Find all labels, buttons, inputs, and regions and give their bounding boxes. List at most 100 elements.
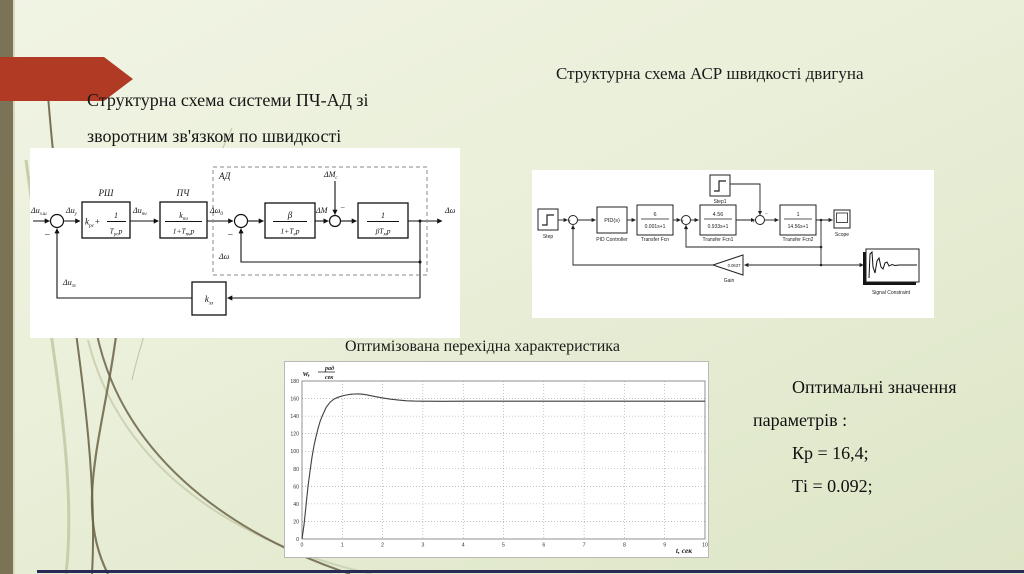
red-arrow-decoration [0, 57, 133, 101]
signal-constraint-label: Signal Constraint [872, 290, 911, 296]
bd-wires [33, 181, 443, 301]
svg-text:−: − [685, 227, 688, 232]
tf-den: 0.001s+1 [645, 224, 666, 230]
signal-constraint-curve [868, 250, 917, 279]
left-accent-bar [0, 0, 15, 574]
tf-block [636, 204, 674, 236]
optimal-params: Оптимальні значення параметрів : Кр = 16… [753, 371, 1023, 503]
plot-border [301, 380, 706, 540]
svg-text:+: + [752, 219, 755, 224]
svg-text:+: + [682, 219, 685, 224]
x-tick-label: 9 [663, 543, 666, 549]
params-line1: Оптимальні значення [792, 377, 957, 397]
error-signal-label: Δuу [65, 206, 78, 217]
y-axis-label-w: w, [303, 369, 310, 378]
pch-formula-den: 1+Tпчp [173, 227, 195, 238]
chart-grid [302, 381, 705, 539]
bottom-accent-line [37, 570, 1024, 573]
x-tick-label: 0 [301, 543, 304, 549]
step-glyph [542, 214, 554, 226]
tf2-block [779, 204, 817, 236]
response-curve [301, 393, 705, 540]
gain-value: 0.0637 [728, 263, 741, 268]
tf1-block [699, 204, 737, 236]
tf1-label: Transfer Fcn1 [703, 237, 734, 243]
block-diagram-panel: РШ ПЧ АД kрс+ 1 Tрсp kпч 1+Tпчp β 1+Tеp … [30, 148, 460, 338]
y-tick-label: 20 [293, 519, 299, 525]
integrator-formula-den: βTмp [375, 227, 391, 238]
bd-summers [49, 213, 342, 229]
pch-title: ПЧ [176, 188, 190, 198]
pch-formula-num: kпч [179, 211, 188, 222]
params-line2: параметрів : [753, 410, 848, 430]
y-tick-label: 120 [290, 432, 299, 438]
tf1-den: 0.933s+1 [708, 224, 729, 230]
sim-junction-dots [819, 218, 823, 267]
pid-label: PID Controller [596, 237, 628, 243]
chart-title: Оптимізована перехідна характеристика [345, 338, 620, 355]
x-tick-label: 6 [542, 543, 545, 549]
integrator-block [357, 202, 409, 239]
beta-formula-den: 1+Tеp [281, 227, 300, 238]
x-tick-label: 1 [341, 543, 344, 549]
step-block [537, 208, 559, 231]
slide-title-left-line2: зворотним зв'язком по швидкості [87, 126, 342, 146]
svg-text:−: − [572, 227, 575, 232]
sim-summer-signs: + − + − + − [569, 211, 769, 232]
tf-num: 6 [653, 212, 656, 218]
x-tick-label: 4 [462, 543, 465, 549]
feedback-gain-text: kзз [205, 294, 213, 307]
x-tick-label: 3 [421, 543, 424, 549]
sim-summers [568, 215, 765, 225]
slide-title-right: Структурна схема АСР швидкості двигуна [556, 64, 864, 83]
step-label: Step [543, 234, 554, 240]
sim-wires [558, 183, 864, 268]
ad-title: АД [218, 171, 232, 181]
y-tick-label: 0 [296, 537, 299, 543]
y-tick-label: 60 [293, 484, 299, 490]
omega-feedback-label: Δω [218, 252, 230, 261]
sum1-minus-sign: − [44, 230, 51, 241]
slide-title-left: Структурна схема системи ПЧ-АД зі зворот… [87, 82, 369, 154]
y-axis-label-den: сек [325, 375, 334, 381]
pid-block [596, 206, 628, 234]
y-tick-label: 80 [293, 467, 299, 473]
dmc-signal-label: ΔМс [323, 170, 338, 181]
rsh-formula-num: 1 [114, 211, 118, 220]
y-tick-label: 160 [290, 397, 299, 403]
step1-glyph [714, 180, 726, 192]
integrator-formula-num: 1 [381, 211, 385, 220]
x-axis-label: t, сек [676, 546, 692, 555]
upch-signal-label: Δuпч [132, 206, 147, 217]
y-axis-label: w, рад сек [303, 365, 335, 381]
simulink-panel: + − + − + − Step Step1 PID(s) PID Contro… [532, 170, 934, 318]
rsh-block [81, 201, 131, 239]
block-diagram: РШ ПЧ АД kрс+ 1 Tрсp kпч 1+Tпчp β 1+Tеp … [30, 166, 456, 316]
sum2-minus-sign: − [227, 230, 234, 241]
step1-block [709, 174, 731, 197]
rsh-formula-k: kрс+ [85, 217, 100, 230]
svg-text:+: + [569, 219, 572, 224]
svg-text:−: − [765, 211, 768, 216]
slide-title-left-line1: Структурна схема системи ПЧ-АД зі [87, 90, 369, 110]
x-tick-label: 7 [583, 543, 586, 549]
y-axis-label-num: рад [324, 365, 334, 372]
tf1-num: 4.56 [713, 212, 724, 218]
x-tick-label: 2 [381, 543, 384, 549]
ad-dashed-box [212, 166, 428, 276]
beta-formula-num: β [287, 210, 293, 220]
params-kp-value: Кр = 16,4; [792, 443, 869, 463]
rsh-title: РШ [98, 188, 114, 198]
y-tick-label: 100 [290, 449, 299, 455]
simulink-diagram: + − + − + − Step Step1 PID(s) PID Contro… [537, 174, 920, 296]
pid-text: PID(s) [604, 218, 620, 224]
x-tick-label: 10 [702, 543, 708, 549]
dm-signal-label: ΔM [315, 206, 329, 215]
red-arrow-shape [0, 57, 133, 101]
y-tick-label: 140 [290, 414, 299, 420]
tf-label: Transfer Fcn [641, 237, 669, 243]
y-tick-label: 180 [290, 379, 299, 385]
